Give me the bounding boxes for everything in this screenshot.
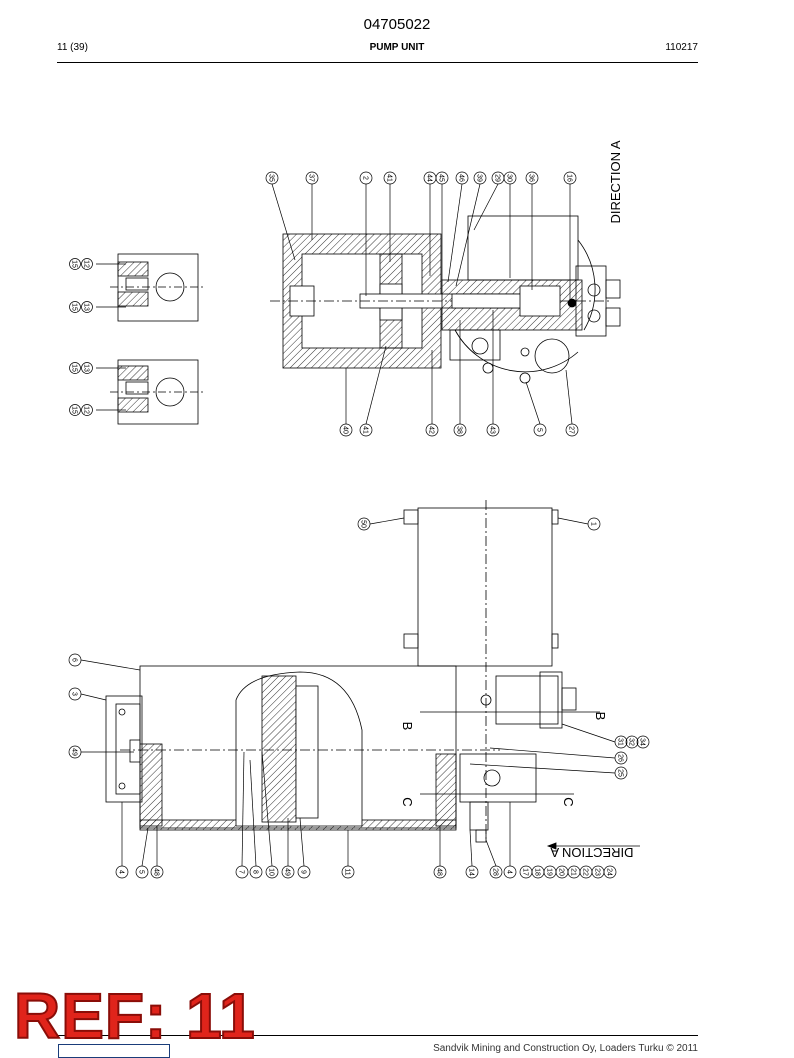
balloon-label: 18 (534, 868, 541, 876)
balloon-label: 43 (489, 426, 496, 434)
balloon-label: 29 (494, 174, 501, 182)
balloon-label: 20 (558, 868, 565, 876)
balloon-label: 39 (476, 174, 483, 182)
balloon-label: 49 (71, 748, 78, 756)
balloon-label: 49 (284, 868, 291, 876)
balloon-label: 41 (386, 174, 393, 182)
balloon-label: 2 (362, 176, 369, 180)
document-number: 04705022 (363, 16, 431, 33)
balloon-label: 1 (590, 522, 597, 526)
balloon-label: 22 (582, 868, 589, 876)
top-view-balloons: 35 37 2 41 44 45 46 39 29 30 36 16 (265, 171, 577, 300)
balloon-label: 10 (268, 868, 275, 876)
page-indicator: 11 (39) (57, 42, 88, 53)
footer-rule (57, 1035, 698, 1036)
balloon-label: 26 (617, 754, 624, 762)
balloon-label: 36 (528, 174, 535, 182)
section-markers: B B C C (400, 712, 608, 807)
balloon-label: 50 (360, 520, 367, 528)
balloon-label: 40 (342, 426, 349, 434)
side-view-balloons-bottom: 4 5 48 7 8 10 49 9 11 48 14 28 4 17 18 1… (115, 751, 617, 879)
balloon-label: 12 (83, 406, 90, 414)
balloon-label: 4 (506, 870, 513, 874)
balloon-label: 27 (568, 426, 575, 434)
balloon-label: 14 (468, 868, 475, 876)
detail-view-lower-left (96, 359, 205, 425)
direction-label-rotated: DIRECTION A (550, 845, 633, 860)
balloon-label: 38 (456, 426, 463, 434)
company-logo (58, 1044, 170, 1058)
balloon-label: 44 (426, 174, 433, 182)
balloon-label: 41 (362, 426, 369, 434)
balloon-label: 15 (71, 303, 78, 311)
balloon-label: 30 (506, 174, 513, 182)
balloon-label: 35 (268, 174, 275, 182)
balloon-label: 5 (138, 870, 145, 874)
reference-stamp: REF: 11 (13, 980, 256, 1052)
detail-view-top-left (96, 253, 205, 322)
top-view-balloons-bottom: 40 41 42 38 43 5 27 (339, 310, 579, 437)
side-view-balloons-right: 31 32 34 26 25 (469, 723, 650, 780)
balloon-label: 45 (438, 174, 445, 182)
balloon-label: 46 (458, 174, 465, 182)
section-label-b: B (593, 712, 608, 721)
balloon-label: 15 (71, 406, 78, 414)
balloon-label: 25 (617, 769, 624, 777)
detail-balloons-lower-left: 15 13 15 12 (69, 362, 93, 416)
balloon-label: 34 (639, 738, 646, 746)
balloon-label: 6 (71, 658, 78, 662)
balloon-label: 16 (566, 174, 573, 182)
section-label-c: C (400, 797, 415, 806)
balloon-label: 21 (570, 868, 577, 876)
balloon-label: 15 (71, 364, 78, 372)
balloon-label: 7 (238, 870, 245, 874)
balloon-label: 32 (628, 738, 635, 746)
direction-label: DIRECTION A (608, 140, 623, 223)
balloon-label: 19 (546, 868, 553, 876)
section-label-c: C (561, 797, 576, 806)
balloon-label: 23 (594, 868, 601, 876)
balloon-label: 8 (252, 870, 259, 874)
side-view-balloons: 6 3 49 50 1 (68, 517, 601, 759)
balloon-label: 13 (83, 303, 90, 311)
copyright-notice: Sandvik Mining and Construction Oy, Load… (433, 1043, 698, 1054)
balloon-label: 12 (83, 260, 90, 268)
pump-top-view (270, 215, 621, 384)
balloon-label: 5 (536, 428, 543, 432)
balloon-label: 15 (71, 260, 78, 268)
balloon-label: 42 (428, 426, 435, 434)
balloon-label: 31 (617, 738, 624, 746)
pump-side-view (105, 500, 640, 850)
header-rule (57, 62, 698, 63)
balloon-label: 9 (300, 870, 307, 874)
document-date: 110217 (665, 42, 698, 53)
balloon-label: 48 (153, 868, 160, 876)
balloon-label: 28 (492, 868, 499, 876)
page-title: PUMP UNIT (369, 42, 425, 53)
balloon-label: 3 (71, 692, 78, 696)
balloon-label: 48 (436, 868, 443, 876)
balloon-label: 24 (606, 868, 613, 876)
detail-balloons-top-left: 15 12 15 13 (69, 258, 93, 313)
balloon-label: 13 (83, 364, 90, 372)
balloon-label: 17 (522, 868, 529, 876)
balloon-label: 11 (344, 868, 351, 875)
section-label-b: B (400, 722, 415, 731)
balloon-label: 4 (118, 870, 125, 874)
balloon-label: 37 (308, 174, 315, 182)
